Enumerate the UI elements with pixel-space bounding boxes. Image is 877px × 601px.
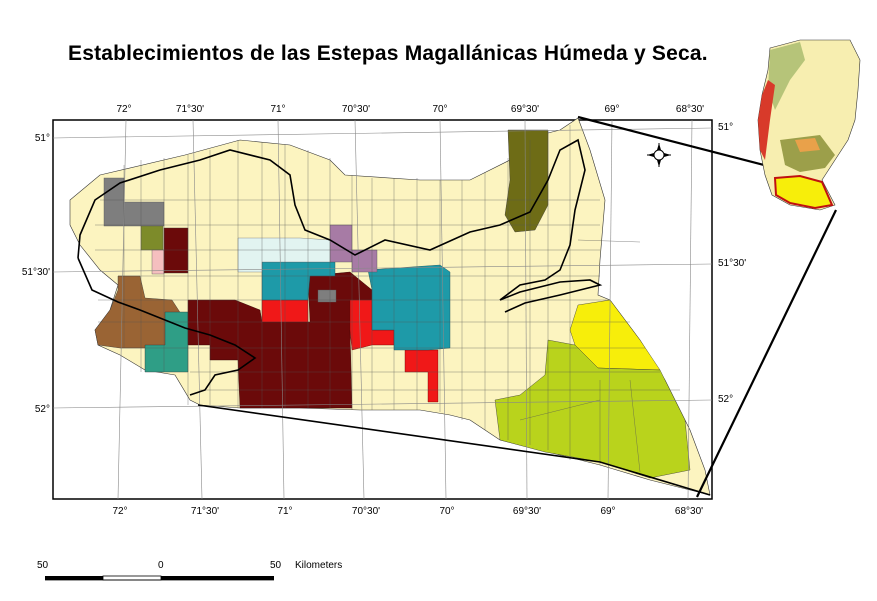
inset-steppe-olive [780,135,835,172]
graticule-label-right: 51° [718,122,734,133]
graticule-label-top: 72° [116,104,132,115]
scale-bar: 50 0 50 Kilometers [30,556,390,596]
parcel-olive [504,129,549,233]
parcel-gray-2 [123,201,165,227]
graticule-label-top: 70° [432,104,448,115]
graticule-label-top: 68°30' [675,104,705,115]
scale-bar-graphic [45,575,274,581]
parcel-purple-2 [351,249,378,273]
graticule-label-top: 71°30' [175,104,205,115]
graticule-label-bottom: 71°30' [190,506,220,517]
graticule [52,119,713,500]
parcel-grid [95,125,680,473]
graticule-label-bottom: 70°30' [351,506,381,517]
graticule-label-top: 70°30' [341,104,371,115]
map-frame [52,119,713,500]
parcel-purple [329,224,353,263]
inset-study-area [773,174,834,210]
parcel-gray [103,177,125,227]
scale-label-center: 0 [158,560,164,571]
inset-steppe-orange [795,138,820,152]
inset-coast-red [758,80,775,160]
graticule-label-top: 71° [270,104,286,115]
graticule-label-bottom: 70° [439,506,455,517]
scale-label-right: 50 [270,560,282,571]
graticule-label-left: 51° [34,133,50,144]
parcel-darkred-small [163,227,189,274]
graticule-label-bottom: 68°30' [674,506,704,517]
graticule-label-top: 69°30' [510,104,540,115]
graticule-label-left: 51°30' [21,267,50,278]
graticule-label-top: 69° [604,104,620,115]
graticule-label-bottom: 71° [277,506,293,517]
parcel-palecyan [237,237,331,273]
parcel-gray-3 [317,289,337,303]
map-title: Establecimientos de las Estepas Magallán… [68,42,708,65]
scale-label-left: 50 [37,560,49,571]
graticule-label-bottom: 69° [600,506,616,517]
graticule-label-left: 52° [34,404,50,415]
graticule-label-bottom: 69°30' [512,506,542,517]
graticule-label-right: 51°30' [718,258,747,269]
graticule-label-bottom: 72° [112,506,128,517]
steppe-boundary [77,138,711,496]
inset-steppe-green [768,42,805,110]
scale-unit: Kilometers [295,560,343,571]
parcel-moss [140,225,164,251]
inset-locator-map [757,39,861,211]
compass-rose-icon [647,143,671,167]
graticule-label-right: 52° [718,394,734,405]
